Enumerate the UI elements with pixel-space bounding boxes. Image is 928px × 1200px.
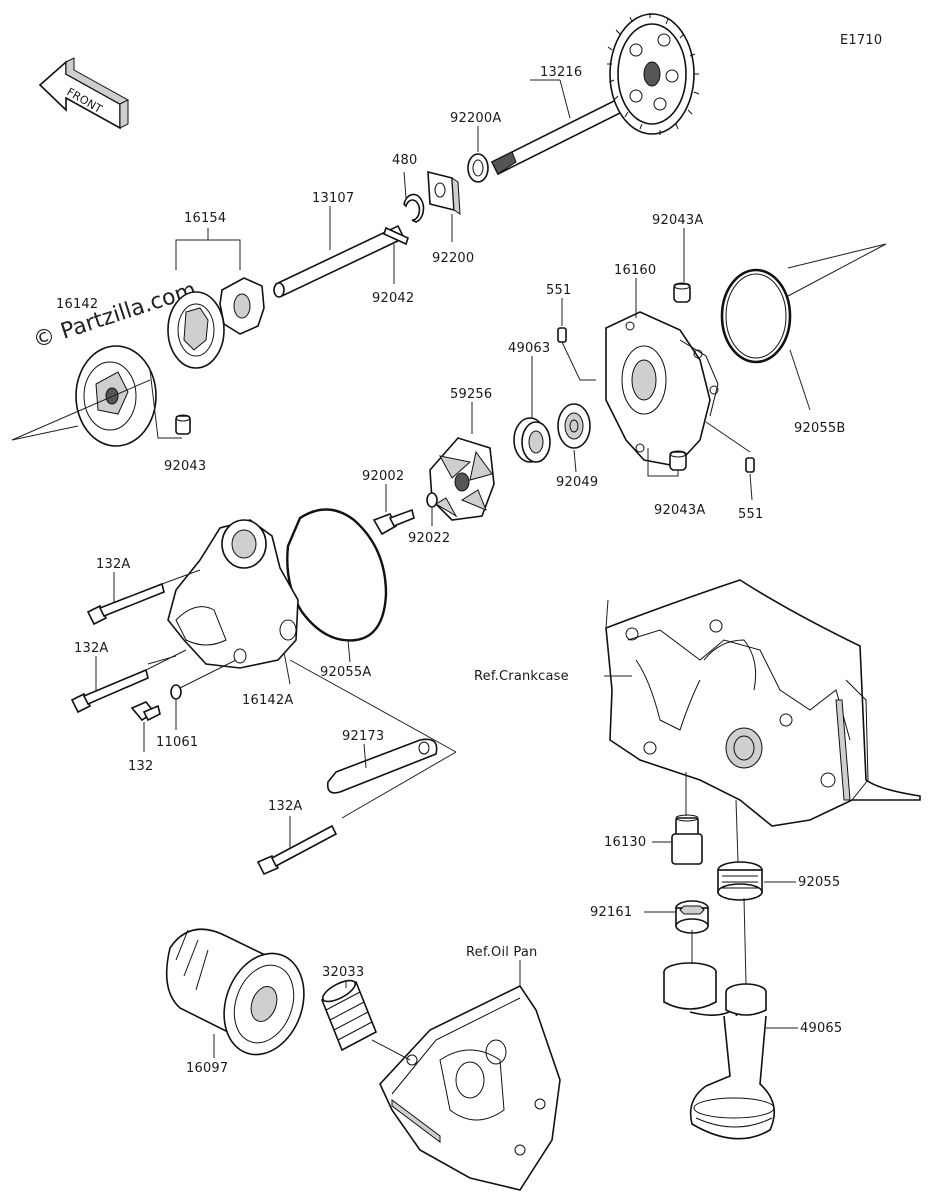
drive-shaft-gear[interactable] [490,13,700,176]
oil-seal-92049[interactable] [557,403,591,449]
bolt-132A-3[interactable] [256,824,338,876]
collar-92161[interactable] [675,900,709,934]
label-59256: 59256 [450,387,492,402]
pump-shaft-13107[interactable] [273,224,406,298]
label-11061: 11061 [156,735,198,750]
plate-92200[interactable] [427,170,461,215]
bolt-132A-2[interactable] [70,668,149,714]
pin-551-top[interactable] [557,327,567,343]
washer-92022[interactable] [426,492,438,508]
oil-filter-16097[interactable] [165,928,318,1066]
label-92200: 92200 [432,251,474,266]
label-49063: 49063 [508,341,550,356]
inner-rotor-16154[interactable] [219,277,265,335]
pin-551-bottom[interactable] [745,457,755,473]
label-16154: 16154 [184,211,226,226]
label-92043: 92043 [164,459,206,474]
label-92200A: 92200A [450,111,501,126]
diagram-code: E1710 [840,33,882,48]
pump-body-16160[interactable] [605,311,719,467]
label-49065: 49065 [800,1021,842,1036]
label-13216: 13216 [540,65,582,80]
bolt-132A-1[interactable] [86,582,165,626]
label-92042: 92042 [372,291,414,306]
label-13107: 13107 [312,191,354,206]
label-92049: 92049 [556,475,598,490]
label-ref-oil-pan: Ref.Oil Pan [466,945,537,960]
bolt-92002[interactable] [372,508,415,536]
label-132A-2: 132A [74,641,109,656]
label-92022: 92022 [408,531,450,546]
label-551-top: 551 [546,283,571,298]
label-551-bottom: 551 [738,507,763,522]
oring-92055B[interactable] [720,268,792,364]
dowel-92043A-bottom[interactable] [669,450,687,471]
label-16130: 16130 [604,835,646,850]
pump-cover-16142[interactable] [75,345,157,447]
label-92002: 92002 [362,469,404,484]
label-92161: 92161 [590,905,632,920]
oil-pan [379,984,561,1191]
label-16142: 16142 [56,297,98,312]
label-92043A-top: 92043A [652,213,703,228]
label-92055: 92055 [798,875,840,890]
pump-housing-16142A[interactable] [167,519,299,669]
label-32033: 32033 [322,965,364,980]
label-132: 132 [128,759,153,774]
label-16097: 16097 [186,1061,228,1076]
strainer-49065[interactable] [663,962,776,1140]
fitting-16130[interactable] [671,814,703,865]
label-92055A: 92055A [320,665,371,680]
label-92055B: 92055B [794,421,845,436]
outer-rotor-16154[interactable] [167,291,225,369]
impeller-59256[interactable] [429,437,495,521]
seal-49063[interactable] [513,417,551,463]
front-arrow-icon: FRONT [38,57,130,130]
label-132A-1: 132A [96,557,131,572]
label-16142A: 16142A [242,693,293,708]
label-ref-crankcase: Ref.Crankcase [474,669,569,684]
label-92043A-bottom: 92043A [654,503,705,518]
bolt-132[interactable] [130,701,161,722]
dowel-92043[interactable] [175,414,191,435]
gasket-11061[interactable] [170,684,182,700]
pipe-32033[interactable] [320,976,378,1052]
crankcase [605,579,921,827]
label-480: 480 [392,153,417,168]
clamp-92173[interactable] [326,738,438,794]
oring-92055A[interactable] [286,508,388,642]
label-92173: 92173 [342,729,384,744]
dowel-92043A-top[interactable] [673,282,691,303]
label-16160: 16160 [614,263,656,278]
pin-92042[interactable] [383,226,409,246]
washer-92200A[interactable] [467,153,489,183]
label-132A-3: 132A [268,799,303,814]
oring-92055[interactable] [717,861,763,901]
circlip-480[interactable] [403,193,425,223]
